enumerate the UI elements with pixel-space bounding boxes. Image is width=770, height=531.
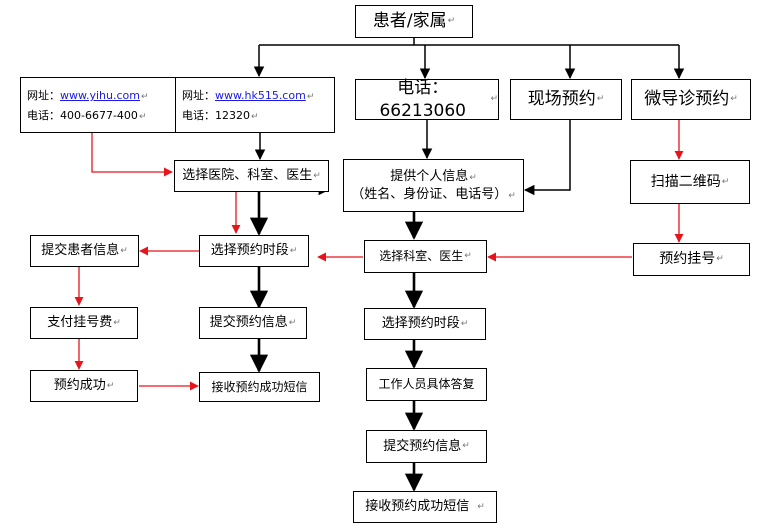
booking-success-label: 预约成功 <box>53 378 106 394</box>
hk515-website-link[interactable]: www.hk515.com <box>215 89 306 102</box>
hk515-phone: 12320 <box>215 108 250 122</box>
staff-reply-box: 工作人员具体答复 <box>366 368 487 401</box>
choose-dept-box: 选择科室、医生↵ <box>364 240 487 273</box>
red-arrows <box>74 119 684 391</box>
receive-sms-mid-box: 接收预约成功短信↵ <box>353 491 497 523</box>
patient-family-box: 患者/家属↵ <box>355 5 473 38</box>
submit-patient-info-box: 提交患者信息↵ <box>30 235 139 267</box>
pay-fee-label: 支付挂号费 <box>47 315 113 331</box>
choose-dept-label: 选择科室、医生 <box>379 249 464 264</box>
phone-booking-box: 电话：66213060↵ <box>355 77 499 121</box>
book-registration-box: 预约挂号↵ <box>633 243 750 276</box>
submit-booking-mid-label: 提交预约信息 <box>383 438 462 454</box>
booking-success-box: 预约成功↵ <box>30 370 138 402</box>
choose-hospital-label: 选择医院、科室、医生 <box>182 168 313 184</box>
hk515-website-box: 网址：www.hk515.com↵ 电话：12320↵ <box>175 77 335 133</box>
receive-sms-left-box: 接收预约成功短信 <box>199 372 320 402</box>
black-thick-arrows <box>249 191 424 492</box>
choose-slot-left-label: 选择预约时段 <box>210 243 289 259</box>
provide-info-box: 提供个人信息↵ （姓名、身份证、电话号）↵ <box>343 159 524 212</box>
yihu-website-box: 网址：www.yihu.com↵ 电话：400-6677-400↵ <box>20 77 176 133</box>
wechat-booking-box: 微导诊预约↵ <box>631 79 751 120</box>
pay-fee-box: 支付挂号费↵ <box>30 307 138 339</box>
top-branch-arrows <box>253 45 685 80</box>
receive-sms-left-label: 接收预约成功短信 <box>211 379 308 394</box>
provide-info-label: 提供个人信息 <box>390 168 469 184</box>
yihu-website-link[interactable]: www.yihu.com <box>60 89 140 102</box>
patient-family-label: 患者/家属 <box>372 11 447 32</box>
staff-reply-label: 工作人员具体答复 <box>378 377 475 392</box>
book-registration-label: 预约挂号 <box>659 251 716 268</box>
receive-sms-mid-label: 接收预约成功短信 <box>365 499 470 515</box>
onsite-booking-label: 现场预约 <box>527 89 596 110</box>
scan-qr-box: 扫描二维码↵ <box>630 160 750 204</box>
submit-booking-mid-box: 提交预约信息↵ <box>366 430 487 463</box>
choose-hospital-box: 选择医院、科室、医生↵ <box>174 160 329 192</box>
onsite-booking-box: 现场预约↵ <box>510 79 622 120</box>
wechat-booking-label: 微导诊预约 <box>644 89 730 110</box>
submit-booking-left-box: 提交预约信息↵ <box>199 307 307 339</box>
choose-slot-left-box: 选择预约时段↵ <box>199 235 309 267</box>
phone-booking-label: 电话：66213060 <box>379 77 466 121</box>
scan-qr-label: 扫描二维码 <box>650 173 721 190</box>
top-distribution-connector <box>259 37 679 46</box>
yihu-phone: 400-6677-400 <box>60 108 138 122</box>
choose-slot-mid-label: 选择预约时段 <box>381 316 460 332</box>
submit-booking-left-label: 提交预约信息 <box>209 315 288 331</box>
provide-info-detail: （姓名、身份证、电话号） <box>351 186 508 202</box>
choose-slot-mid-box: 选择预约时段↵ <box>364 308 486 340</box>
submit-patient-info-label: 提交患者信息 <box>41 243 120 259</box>
